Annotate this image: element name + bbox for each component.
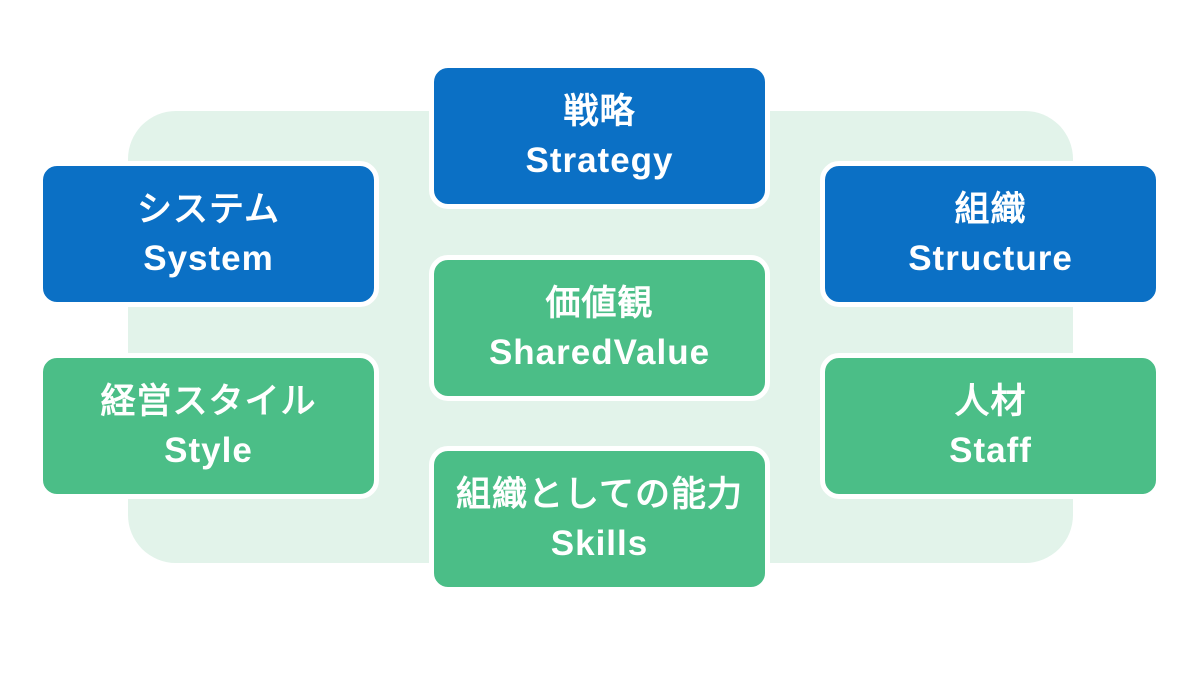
box-skills-label-en: Skills xyxy=(550,524,649,563)
box-skills-label-ja: 組織としての能力 xyxy=(456,475,743,514)
box-system-label-en: System xyxy=(143,239,274,278)
box-style-label-ja: 経営スタイル xyxy=(100,382,317,421)
box-structure-label-en: Structure xyxy=(908,239,1073,278)
box-staff-label-en: Staff xyxy=(949,431,1032,470)
box-shared-value-label-en: SharedValue xyxy=(488,333,711,372)
box-skills: 組織としての能力 Skills xyxy=(429,446,770,592)
box-shared-value: 価値観 SharedValue xyxy=(429,255,770,401)
box-shared-value-label-ja: 価値観 xyxy=(545,284,654,323)
box-strategy-label-en: Strategy xyxy=(525,141,674,180)
box-system: システム System xyxy=(38,161,379,307)
box-style: 経営スタイル Style xyxy=(38,353,379,499)
box-structure-label-ja: 組織 xyxy=(954,190,1027,229)
box-strategy: 戦略 Strategy xyxy=(429,63,770,209)
box-staff: 人材 Staff xyxy=(820,353,1161,499)
box-structure: 組織 Structure xyxy=(820,161,1161,307)
box-staff-label-ja: 人材 xyxy=(954,382,1027,421)
box-style-label-en: Style xyxy=(164,431,253,470)
box-system-label-ja: システム xyxy=(137,190,280,229)
box-strategy-label-ja: 戦略 xyxy=(563,92,636,131)
